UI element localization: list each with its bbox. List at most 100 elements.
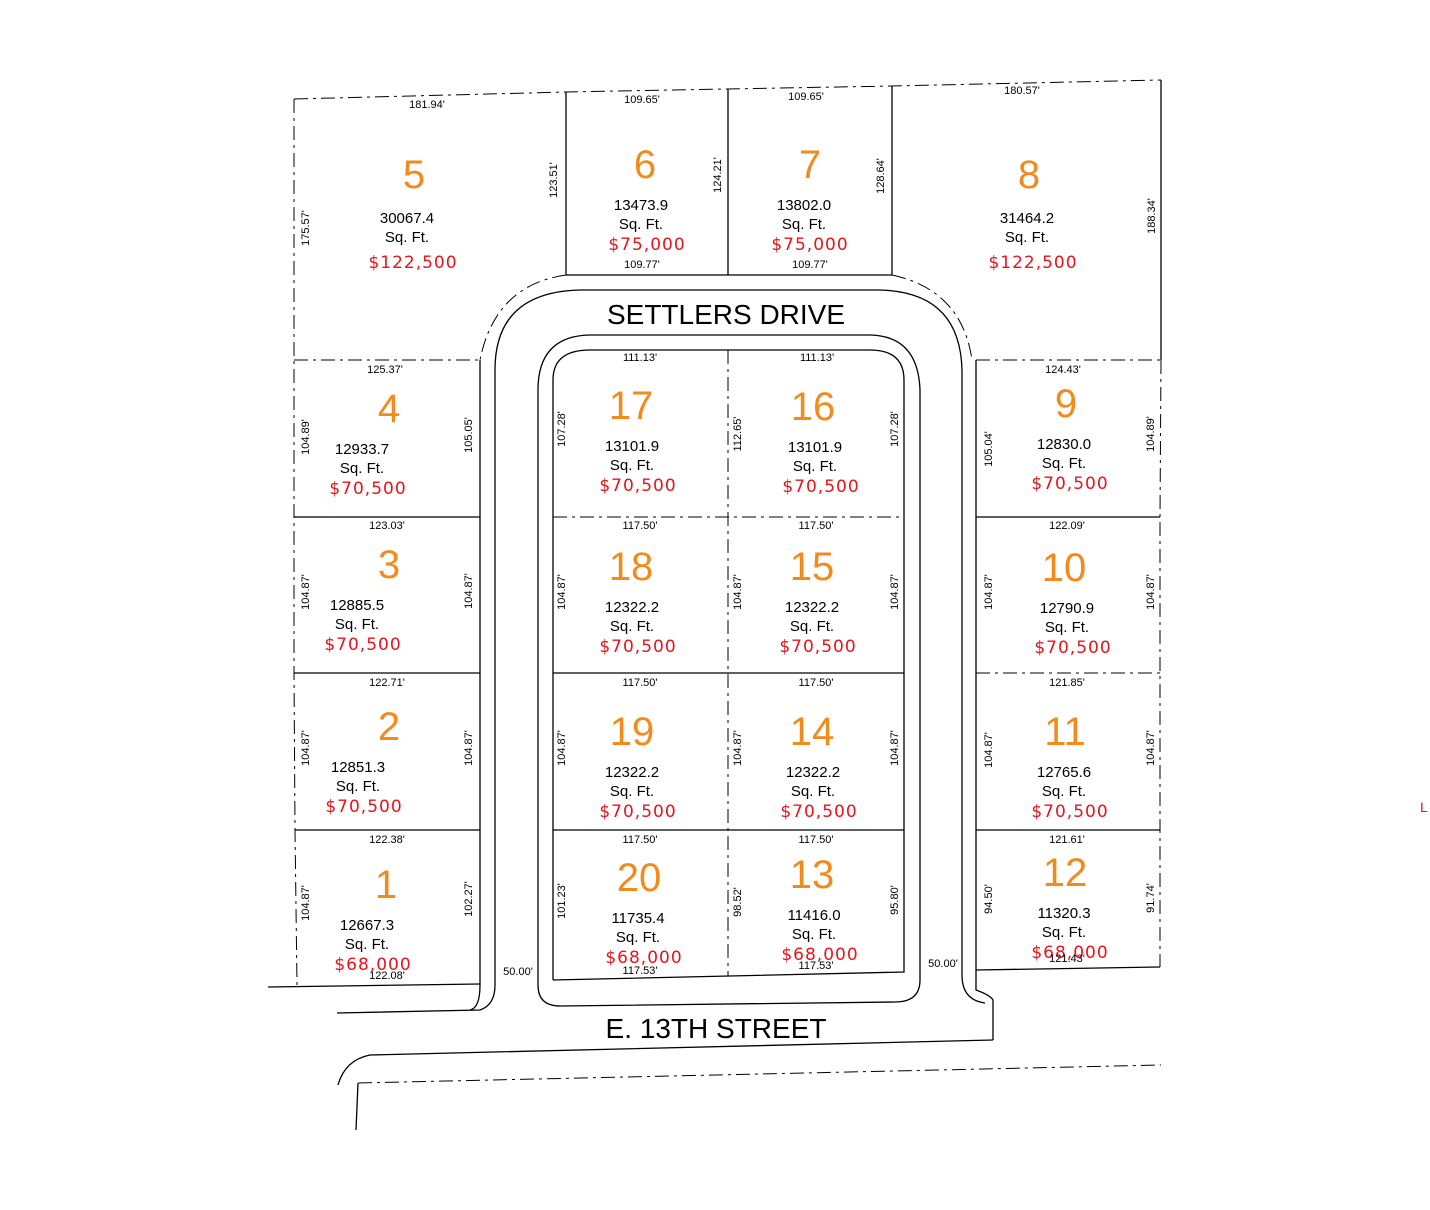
lot-price: $70,500 [329, 479, 406, 499]
dimension-label: 121.85' [1049, 677, 1085, 689]
dimension-label: 109.65' [624, 94, 660, 106]
lot-number: 16 [791, 385, 836, 429]
dimension-label: 117.50' [799, 677, 834, 689]
lot-number: 10 [1042, 546, 1087, 590]
lot-area-unit: Sq. Ft. [610, 457, 654, 474]
dimension-label: 104.87' [1145, 574, 1157, 610]
dimension-label: 117.50' [623, 677, 658, 689]
dimension-label: 50.00' [928, 958, 958, 970]
dimension-label: 104.87' [1145, 730, 1157, 766]
dimension-label: 109.77' [624, 259, 660, 271]
dimension-label: 128.64' [875, 158, 887, 194]
lot-area-unit: Sq. Ft. [619, 216, 663, 233]
dimension-label: 104.89' [1145, 416, 1157, 452]
lot-price: $70,500 [599, 637, 676, 657]
lot-area-unit: Sq. Ft. [790, 618, 834, 635]
lot-price: $75,000 [771, 235, 848, 255]
lot-price: $68,000 [1031, 943, 1108, 963]
dimension-labels: 181.94'109.65'109.65'180.57'175.57'123.5… [300, 85, 1158, 982]
lot-area: 13101.9 [605, 438, 659, 455]
dimension-label: 98.52' [732, 887, 744, 917]
lot-area-unit: Sq. Ft. [1042, 455, 1086, 472]
lot-area: 12851.3 [331, 759, 385, 776]
lot-12-south-line [975, 966, 1161, 971]
lot-price: $70,500 [1034, 638, 1111, 658]
settlers-drive-outer-curb [494, 289, 986, 1004]
dimension-label: 104.87' [983, 732, 995, 768]
dimension-label: 123.03' [369, 520, 405, 532]
dimension-label: 121.61' [1049, 834, 1085, 846]
lot-number: 18 [609, 545, 654, 589]
lot-price: $70,500 [324, 635, 401, 655]
dimension-label: 104.89' [300, 419, 312, 455]
dimension-label: 107.28' [556, 411, 568, 447]
dimension-label: 104.87' [732, 730, 744, 766]
lot-price: $68,000 [781, 945, 858, 965]
road-west-outer-edge [469, 360, 481, 1011]
dimension-label: 94.50' [983, 884, 995, 914]
lot-price: $70,500 [780, 802, 857, 822]
lot-area: 11320.3 [1037, 905, 1090, 922]
edge-mark: L [1420, 799, 1428, 815]
dimension-label: 111.13' [623, 352, 657, 364]
dimension-label: 104.87' [463, 730, 475, 766]
dimension-label: 117.53' [623, 965, 658, 977]
lot-area: 11416.0 [787, 907, 840, 924]
lot-area-unit: Sq. Ft. [1042, 783, 1086, 800]
lot-number: 15 [790, 545, 835, 589]
dimension-label: 101.23' [556, 883, 568, 919]
lot-number: 1 [375, 863, 397, 907]
dimension-label: 117.50' [623, 834, 658, 846]
lot-number: 8 [1018, 153, 1040, 197]
dimension-label: 122.09' [1049, 520, 1085, 532]
lot-price: $70,500 [1031, 474, 1108, 494]
dimension-label: 105.05' [463, 417, 475, 453]
dimension-label: 102.27' [463, 881, 475, 917]
west-property-line [293, 99, 298, 986]
lot-price: $70,500 [325, 797, 402, 817]
lot-area: 12933.7 [335, 441, 389, 458]
lot-price: $68,000 [334, 955, 411, 975]
dimension-label: 104.87' [556, 730, 568, 766]
lot-area-unit: Sq. Ft. [782, 216, 826, 233]
dimension-label: 175.57' [300, 210, 312, 246]
dimension-label: 95.80' [889, 885, 901, 915]
lot-price: $75,000 [608, 235, 685, 255]
lot-area-unit: Sq. Ft. [336, 778, 380, 795]
dimension-label: 104.87' [300, 885, 312, 921]
lot-area: 12885.5 [330, 597, 384, 614]
dimension-label: 122.38' [369, 834, 405, 846]
settlers-drive-row-west-curve [479, 274, 567, 361]
lot-price: $122,500 [368, 253, 457, 273]
e13th-street-north-edge-west [336, 984, 496, 1014]
lot-area-unit: Sq. Ft. [793, 458, 837, 475]
lot-area: 11735.4 [611, 910, 664, 927]
lot-area: 13101.9 [788, 439, 842, 456]
dimension-label: 104.87' [300, 574, 312, 610]
dimension-label: 181.94' [409, 99, 445, 111]
dimension-label: 104.87' [732, 574, 744, 610]
dimension-label: 104.87' [889, 730, 901, 766]
